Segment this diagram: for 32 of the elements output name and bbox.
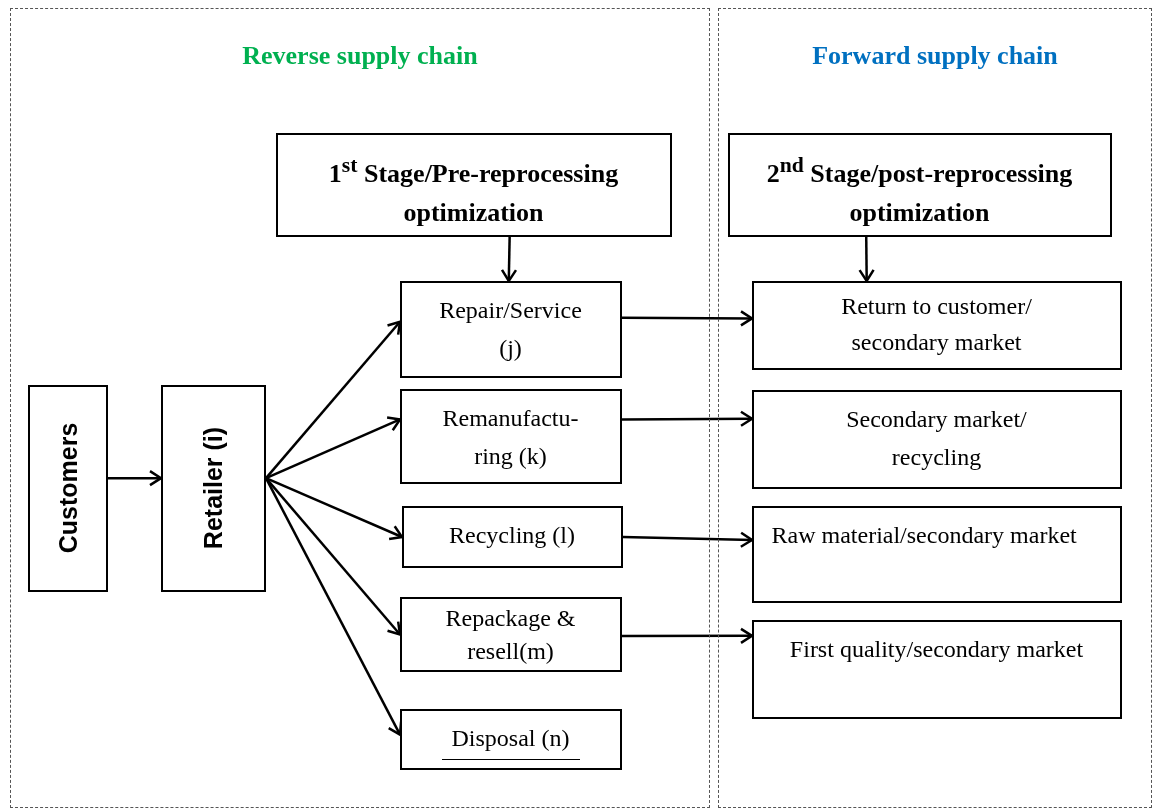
process-box — [399, 280, 622, 378]
node-label: Customers — [53, 422, 82, 554]
node-label: Disposal (n) — [450, 723, 571, 753]
stage-heading: 1$^{st}$ Stage/Pre-reprocessing optimization — [327, 151, 620, 230]
process-box — [160, 384, 266, 592]
process-box — [751, 619, 1122, 719]
process-box — [399, 388, 622, 484]
node-label: Return to customer/ secondary market — [840, 291, 1033, 357]
process-box — [401, 505, 623, 568]
node-label: Recycling (l) — [448, 520, 576, 550]
stage-heading: 2$^{nd}$ Stage/post-reprocessing optimization — [765, 151, 1074, 230]
node-label: Secondary market/ recycling — [845, 404, 1028, 472]
process-box — [275, 132, 672, 237]
process-box — [751, 280, 1122, 370]
node-label: Repair/Service (j) — [438, 295, 583, 363]
node-label: Repackage & resell(m) — [444, 603, 577, 666]
process-box — [399, 596, 622, 672]
node-label: Remanufactu- ring (k) — [441, 403, 580, 471]
arrow — [858, 237, 875, 283]
dashed-panel — [10, 8, 710, 808]
node-label: Retailer (i) — [198, 426, 228, 550]
dashed-panel — [718, 8, 1152, 808]
process-box — [751, 389, 1122, 489]
process-box — [727, 132, 1112, 237]
arrow — [500, 236, 518, 283]
panel-heading: Reverse supply chain — [241, 41, 479, 71]
node-label: Raw material/secondary market — [771, 520, 1078, 550]
panel-heading: Forward supply chain — [811, 41, 1059, 71]
process-box — [751, 505, 1122, 603]
node-label: First quality/secondary market — [788, 634, 1085, 664]
process-box — [399, 708, 622, 770]
process-box — [27, 384, 108, 592]
